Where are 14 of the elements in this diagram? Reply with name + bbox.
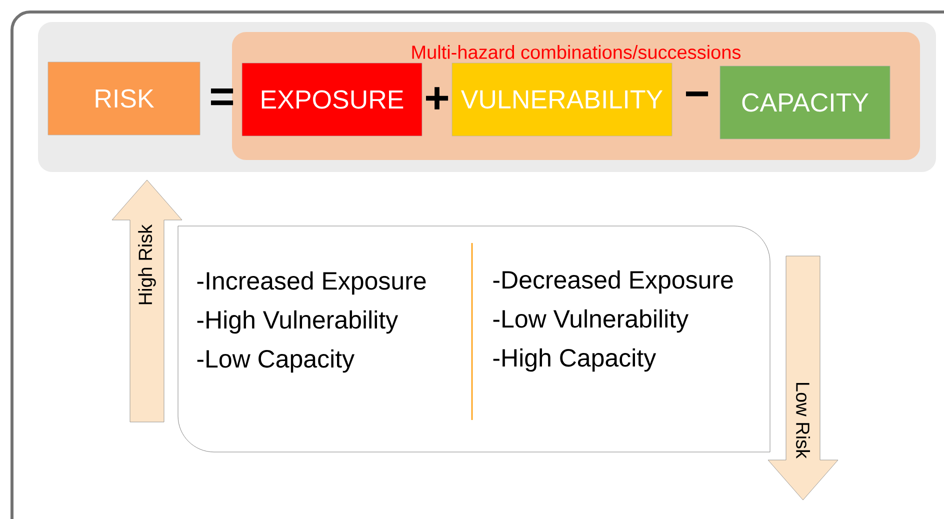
list-item: -High Capacity <box>493 348 656 372</box>
term-box: CAPACITY <box>720 66 890 140</box>
term-box: RISK <box>48 62 200 136</box>
list-item: -Low Capacity <box>197 349 354 373</box>
operator-sign: + <box>426 87 448 110</box>
list-item: -Increased Exposure <box>197 271 426 295</box>
list-box <box>178 226 770 452</box>
list-item: -Low Vulnerability <box>493 309 688 333</box>
term-box: EXPOSURE <box>242 62 422 136</box>
list-item: -Decreased Exposure <box>493 270 733 294</box>
operator-sign: − <box>686 91 708 96</box>
term-box: VULNERABILITY <box>452 62 672 136</box>
list-item: -High Vulnerability <box>197 310 398 334</box>
operator-sign: = <box>210 88 234 106</box>
